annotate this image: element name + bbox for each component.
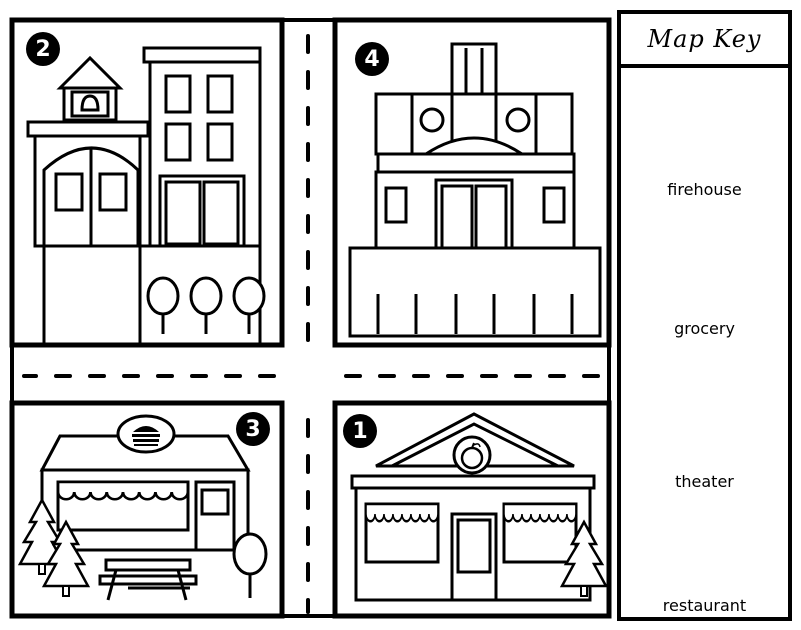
burger-sign-icon	[116, 414, 176, 454]
block-number-badge: 4	[355, 42, 389, 76]
firehouse-building	[26, 46, 266, 346]
map-key-panel: Map Key firehouse grocery theater restau…	[617, 10, 792, 621]
theater-building	[348, 42, 602, 338]
block-bottom-left	[9, 400, 285, 619]
block-bottom-right	[332, 400, 612, 619]
block-number-badge: 1	[343, 414, 377, 448]
block-number-badge: 3	[236, 412, 270, 446]
key-label-restaurant: restaurant	[662, 596, 747, 615]
apple-sign-icon	[452, 435, 492, 475]
map-key-title: Map Key	[621, 14, 788, 68]
key-label-theater: theater	[675, 472, 734, 491]
block-top-right	[332, 17, 612, 348]
block-number-badge: 2	[26, 32, 60, 66]
key-label-firehouse: firehouse	[667, 180, 742, 199]
key-label-grocery: grocery	[674, 319, 735, 338]
